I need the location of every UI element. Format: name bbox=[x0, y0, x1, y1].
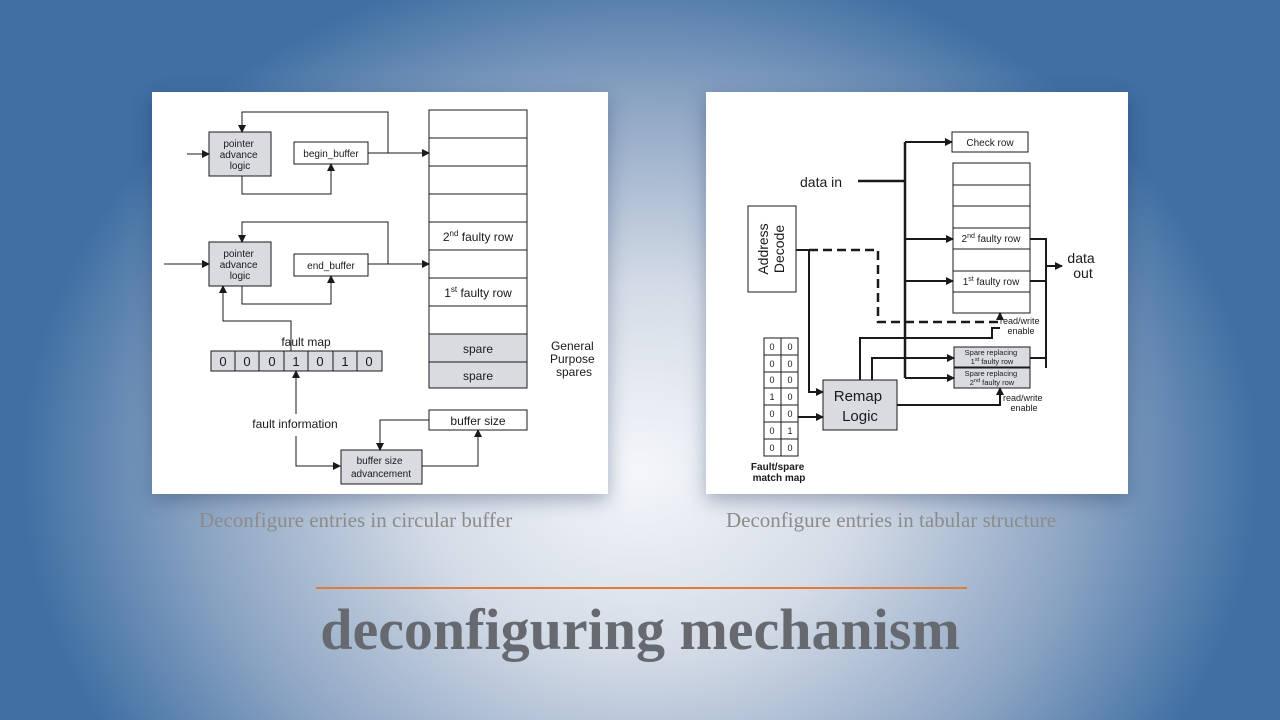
fault-bit: 0 bbox=[365, 354, 372, 369]
svg-text:read/write enable: read/write enable bbox=[1003, 393, 1045, 413]
match-cell: 0 bbox=[769, 426, 774, 436]
fault-map-label: fault map bbox=[281, 335, 331, 349]
pointer-logic-2-line1: pointer bbox=[223, 249, 254, 260]
caption-circular-buffer: Deconfigure entries in circular buffer bbox=[199, 508, 513, 532]
fault-bit: 0 bbox=[243, 354, 250, 369]
first-faulty-row-label: 1st faulty row bbox=[963, 276, 1020, 288]
match-cell: 1 bbox=[769, 392, 774, 402]
pointer-logic-1-line3: logic bbox=[230, 161, 251, 172]
match-map-cells: 0 0 0 0 0 0 1 0 0 0 0 1 0 0 bbox=[769, 342, 792, 453]
data-out-line1: data bbox=[1067, 250, 1094, 266]
check-row-label: Check row bbox=[966, 138, 1014, 149]
svg-text:buffer size advancement: buffer size advancement bbox=[351, 456, 411, 480]
match-cell: 0 bbox=[787, 342, 792, 352]
fault-bit: 1 bbox=[341, 354, 348, 369]
circular-buffer-svg: pointer advance logic begin_buffer point… bbox=[164, 109, 598, 485]
svg-text:Fault/spare match map: Fault/spare match map bbox=[751, 462, 807, 484]
title-divider bbox=[316, 587, 967, 589]
rw-enable-1-line1: read/write bbox=[1000, 316, 1040, 326]
match-cell: 0 bbox=[787, 375, 792, 385]
remap-logic-line1: Remap bbox=[834, 388, 882, 405]
tabular-structure-svg: Check row data in Address Decode 2nd fau… bbox=[747, 131, 1098, 484]
svg-text:data out: data out bbox=[1067, 250, 1098, 281]
match-cell: 0 bbox=[787, 409, 792, 419]
tabular-structure-diagram: Check row data in Address Decode 2nd fau… bbox=[706, 92, 1128, 494]
caption-tabular-structure: Deconfigure entries in tabular structure bbox=[726, 508, 1057, 532]
buffer-size-advancement-line2: advancement bbox=[351, 469, 411, 480]
general-spares-line1: General bbox=[551, 339, 594, 353]
match-cell: 0 bbox=[787, 359, 792, 369]
match-cell: 0 bbox=[769, 342, 774, 352]
data-in-label: data in bbox=[800, 174, 842, 190]
svg-text:Decode: Decode bbox=[771, 225, 787, 273]
svg-text:pointer advance logic: pointer advance logic bbox=[220, 249, 261, 282]
second-faulty-row-label: 2nd faulty row bbox=[962, 233, 1022, 245]
spare-replacing-1-label: Spare replacing 1st faulty row bbox=[965, 348, 1020, 366]
data-out-line2: out bbox=[1073, 265, 1093, 281]
fault-bit: 0 bbox=[316, 354, 323, 369]
rw-enable-2-line2: enable bbox=[1010, 403, 1037, 413]
slide-title: deconfiguring mechanism bbox=[320, 597, 960, 662]
match-cell: 0 bbox=[769, 359, 774, 369]
general-spares-line2: Purpose bbox=[550, 352, 595, 366]
match-map-label-line2: match map bbox=[753, 473, 806, 484]
fault-bit: 0 bbox=[219, 354, 226, 369]
match-cell: 0 bbox=[769, 375, 774, 385]
first-faulty-row-label: 1st faulty row bbox=[444, 285, 512, 300]
rw-enable-2-line1: read/write bbox=[1003, 393, 1043, 403]
match-cell: 0 bbox=[787, 392, 792, 402]
match-cell: 1 bbox=[787, 426, 792, 436]
buffer-size-label: buffer size bbox=[450, 414, 505, 428]
general-spares-line3: spares bbox=[556, 365, 592, 379]
fault-bit: 0 bbox=[268, 354, 275, 369]
spare-replacing-2-label: Spare replacing 2nd faulty row bbox=[965, 369, 1020, 387]
second-faulty-row-label: 2nd faulty row bbox=[443, 229, 514, 244]
match-cell: 0 bbox=[769, 443, 774, 453]
svg-text:Remap Logic: Remap Logic bbox=[834, 388, 887, 425]
svg-text:General Purpose spares: General Purpose spares bbox=[550, 339, 598, 379]
circular-buffer-diagram: pointer advance logic begin_buffer point… bbox=[152, 92, 608, 494]
match-cell: 0 bbox=[769, 409, 774, 419]
pointer-logic-2-line3: logic bbox=[230, 271, 251, 282]
svg-text:Address: Address bbox=[755, 223, 771, 274]
end-buffer-label: end_buffer bbox=[307, 261, 355, 272]
spare-row-1: spare bbox=[463, 342, 493, 356]
pointer-logic-1-line2: advance bbox=[220, 150, 258, 161]
svg-text:pointer advance logic: pointer advance logic bbox=[220, 139, 261, 172]
remap-logic-line2: Logic bbox=[842, 408, 878, 425]
match-map-label-line1: Fault/spare bbox=[751, 462, 805, 473]
svg-text:read/write enable: read/write enable bbox=[1000, 316, 1042, 336]
address-decode-label: Address Decode bbox=[755, 223, 787, 274]
buffer-size-advancement-line1: buffer size bbox=[357, 456, 403, 467]
pointer-logic-1-line1: pointer bbox=[223, 139, 254, 150]
rw-enable-1-line2: enable bbox=[1007, 326, 1034, 336]
fault-bit: 1 bbox=[292, 354, 299, 369]
fault-information-label: fault information bbox=[252, 417, 337, 431]
begin-buffer-label: begin_buffer bbox=[303, 149, 359, 160]
pointer-logic-2-line2: advance bbox=[220, 260, 258, 271]
spare-row-2: spare bbox=[463, 369, 493, 383]
fault-map-bits: 0 0 0 1 0 1 0 bbox=[219, 354, 372, 369]
match-cell: 0 bbox=[787, 443, 792, 453]
